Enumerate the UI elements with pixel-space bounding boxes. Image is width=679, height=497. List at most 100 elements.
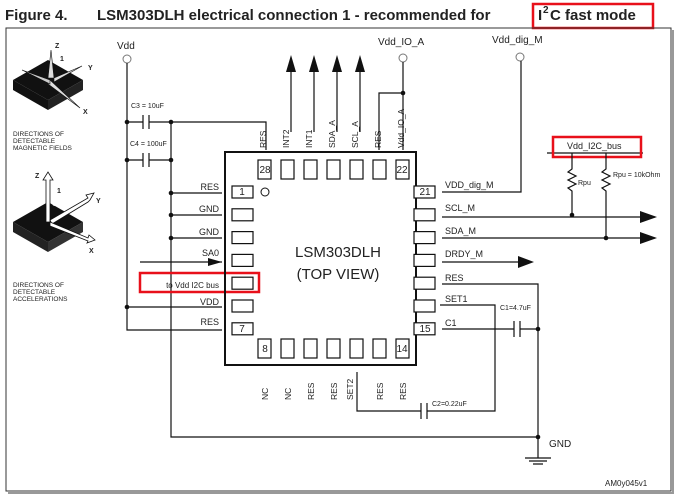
svg-text:X: X bbox=[83, 109, 88, 116]
bottom-pin-pad bbox=[303, 338, 318, 359]
bottom-pin-label: NC bbox=[283, 388, 293, 400]
right-pin-label: SDA_M bbox=[445, 226, 476, 236]
right-pin-pad bbox=[413, 276, 436, 290]
top-pin-label: RES bbox=[373, 130, 383, 148]
bottom-pin-pad bbox=[349, 338, 364, 359]
gnd-label: GND bbox=[549, 439, 571, 450]
rpu-resistor-scl bbox=[566, 153, 578, 215]
vdd-i2c-bus-highlight-box bbox=[551, 135, 643, 159]
ground-symbol bbox=[525, 457, 551, 465]
top-pin-label: INT2 bbox=[281, 129, 291, 148]
rpu-label: Rpu bbox=[578, 180, 591, 187]
svg-text:Z: Z bbox=[55, 43, 60, 50]
left-pin-pad bbox=[231, 185, 254, 199]
right-pin-label: SCL_M bbox=[445, 203, 475, 213]
bottom-pin-label: RES bbox=[398, 382, 408, 400]
right-pin-pad bbox=[413, 185, 436, 199]
top-pin-pad bbox=[395, 159, 410, 180]
vdd-dig-m-label: Vdd_dig_M bbox=[492, 35, 543, 46]
top-pin-pad bbox=[349, 159, 364, 180]
bottom-pin-label: RES bbox=[306, 382, 316, 400]
left-pin-label: SA0 bbox=[202, 248, 219, 258]
vdd-i2c-bus-label: Vdd_I2C_bus bbox=[567, 141, 622, 151]
left-pin-pad bbox=[231, 231, 254, 245]
vdd-label: Vdd bbox=[117, 41, 135, 52]
chip-name: LSM303DLH bbox=[295, 244, 381, 261]
left-pin-label: RES bbox=[200, 317, 219, 327]
svg-text:1: 1 bbox=[57, 188, 61, 195]
accel-caption-3: ACCELERATIONS bbox=[13, 296, 68, 303]
top-pin-label: SDA_A bbox=[327, 120, 337, 148]
top-pin-pad bbox=[257, 159, 272, 180]
chip-view: (TOP VIEW) bbox=[297, 266, 380, 283]
figure-number: Figure 4. bbox=[5, 7, 68, 24]
bottom-pin-pad bbox=[395, 338, 410, 359]
magnetic-caption-1: DIRECTIONS OF bbox=[13, 131, 64, 138]
bottom-pin-label: RES bbox=[375, 382, 385, 400]
bottom-pin-label: SET2 bbox=[345, 378, 355, 400]
svg-text:Z: Z bbox=[35, 173, 40, 180]
top-pin-label: SCL_A bbox=[350, 121, 360, 148]
c3-label: C3 = 10uF bbox=[131, 103, 164, 110]
svg-text:Y: Y bbox=[96, 198, 101, 205]
svg-text:14: 14 bbox=[396, 344, 408, 355]
right-pin-label: C1 bbox=[445, 318, 457, 328]
left-pin-label: VDD bbox=[200, 297, 220, 307]
magnetic-field-directions-icon: Z 1 Y X bbox=[13, 43, 93, 116]
title-i: I bbox=[538, 7, 542, 24]
to-vdd-i2c-bus-highlight-box bbox=[138, 271, 261, 294]
svg-text:22: 22 bbox=[396, 165, 408, 176]
accel-caption-2: DETECTABLE bbox=[13, 289, 56, 296]
right-pin-label: VDD_dig_M bbox=[445, 180, 494, 190]
vdd-terminal bbox=[122, 54, 132, 64]
right-pin-label: SET1 bbox=[445, 294, 468, 304]
left-pin-pad bbox=[231, 208, 254, 222]
right-pin-pad bbox=[413, 208, 436, 222]
top-pin-pad bbox=[372, 159, 387, 180]
top-pin-pad bbox=[326, 159, 341, 180]
bottom-pin-pad bbox=[372, 338, 387, 359]
title-sup: 2 bbox=[543, 5, 549, 16]
right-pin-label: RES bbox=[445, 273, 464, 283]
vdd-io-a-label: Vdd_IO_A bbox=[378, 37, 424, 48]
top-pin-label: INT1 bbox=[304, 129, 314, 148]
left-pin-pad bbox=[231, 253, 254, 267]
right-pin-label: DRDY_M bbox=[445, 249, 483, 259]
left-pin-pad bbox=[231, 299, 254, 313]
accel-caption-1: DIRECTIONS OF bbox=[13, 282, 64, 289]
svg-text:Y: Y bbox=[88, 65, 93, 72]
c1-label: C1=4.7uF bbox=[500, 305, 531, 312]
title-highlight: C fast mode bbox=[550, 7, 636, 24]
left-pin-pad bbox=[231, 322, 254, 336]
pin1-marker bbox=[260, 187, 270, 197]
right-pin-pad bbox=[413, 322, 436, 336]
bottom-pin-label: NC bbox=[260, 388, 270, 400]
acceleration-directions-icon: Z 1 Y X bbox=[13, 171, 101, 255]
right-pin-pad bbox=[413, 299, 436, 313]
bottom-pin-pad bbox=[257, 338, 272, 359]
c4-label: C4 = 100uF bbox=[130, 141, 167, 148]
svg-text:28: 28 bbox=[259, 165, 271, 176]
right-pin-pad bbox=[413, 253, 436, 267]
left-pin-pad bbox=[231, 276, 254, 290]
right-pin-pad bbox=[413, 231, 436, 245]
bottom-pin-label: RES bbox=[329, 382, 339, 400]
vdd-dig-m-terminal bbox=[515, 52, 525, 62]
figure-title: LSM303DLH electrical connection 1 - reco… bbox=[97, 7, 491, 24]
left-pin-label: GND bbox=[199, 204, 220, 214]
top-pin-label: Vdd_IO_A bbox=[396, 108, 406, 148]
top-pin-pad bbox=[280, 159, 295, 180]
vdd-io-a-terminal bbox=[398, 53, 408, 63]
c2-label: C2=0.22uF bbox=[432, 401, 467, 408]
svg-text:1: 1 bbox=[60, 56, 64, 63]
bottom-pin-pad bbox=[326, 338, 341, 359]
svg-text:15: 15 bbox=[419, 324, 431, 335]
svg-text:1: 1 bbox=[239, 187, 245, 198]
frame bbox=[5, 27, 672, 492]
top-pin-label: RES bbox=[258, 130, 268, 148]
left-pin-label: GND bbox=[199, 227, 220, 237]
rpu-resistor-sda bbox=[600, 153, 612, 238]
svg-text:7: 7 bbox=[239, 324, 245, 335]
document-code: AM0y045v1 bbox=[605, 479, 648, 488]
